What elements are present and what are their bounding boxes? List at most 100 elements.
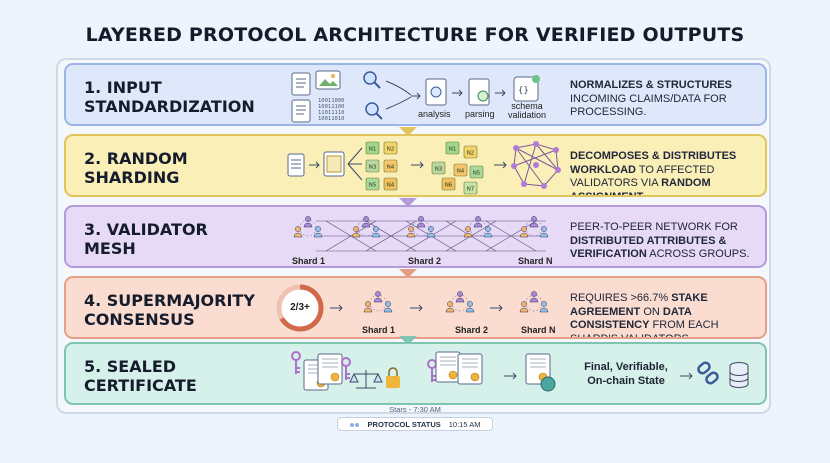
validator-person-icon	[455, 291, 465, 303]
parsing-icon	[468, 78, 490, 106]
node-card: N5	[469, 165, 484, 179]
node-card: N2	[383, 141, 398, 155]
node-card: N6	[441, 177, 456, 191]
magnifier-icon	[365, 102, 383, 120]
arrow-icon	[490, 304, 503, 312]
chevron-down-icon	[399, 127, 417, 136]
node-card: N5	[365, 177, 380, 191]
validator-person-icon	[416, 216, 426, 228]
validator-person-icon	[371, 226, 381, 238]
shard-label: Shard N	[518, 256, 553, 266]
layer-description: REQUIRES >66.7% STAKE AGREEMENT ON DATA …	[570, 292, 765, 339]
layer-supermajority-consensus: 4. SUPERMAJORITY CONSENSUS 2/3+ Shard 1 …	[64, 276, 767, 339]
arrow-icon	[504, 372, 517, 380]
final-state-label: Final, Verifiable, On-chain State	[584, 361, 668, 387]
group-ring	[469, 219, 487, 237]
validator-person-icon	[293, 226, 303, 238]
node-card-label: N2	[387, 147, 395, 153]
status-label: PROTOCOL STATUS	[367, 419, 441, 429]
validator-person-icon	[465, 301, 475, 313]
validator-person-icon	[539, 301, 549, 313]
desc-bold: NORMALIZES & STRUCTURES	[570, 79, 732, 91]
validator-person-icon	[519, 226, 529, 238]
scale-icon	[349, 370, 383, 389]
svg-text:11011110: 11011110	[318, 110, 345, 116]
validator-mesh-illustration	[293, 216, 549, 252]
node-card: N1	[365, 141, 380, 155]
validator-person-icon	[363, 301, 373, 313]
node-card: N1	[445, 141, 460, 155]
shard-label: Shard 1	[362, 325, 396, 335]
desc-text: INCOMING CLAIMS/DATA FOR PROCESSING.	[570, 92, 727, 119]
arrow-icon	[494, 161, 507, 169]
node-card: N7	[463, 181, 478, 195]
key-icon	[291, 351, 301, 374]
validator-person-icon	[426, 226, 436, 238]
svg-text:{}: {}	[518, 86, 529, 96]
sealed-certificate-illustration	[291, 351, 749, 392]
desc-bold: RANDOM ASSIGNMENT.	[570, 177, 711, 197]
page-title: LAYERED PROTOCOL ARCHITECTURE FOR VERIFI…	[85, 24, 745, 46]
validator-person-icon	[483, 226, 493, 238]
validator-person-icon	[361, 216, 371, 228]
gauge-label: 2/3+	[290, 302, 310, 313]
layer-validator-mesh: 3. VALIDATOR MESH Shard 1 Shard 2 Shard …	[64, 205, 767, 268]
desc-bold: STAKE AGREEMENT	[570, 292, 708, 318]
layer-title: 2. RANDOM SHARDING	[84, 149, 188, 187]
validator-person-icon	[529, 291, 539, 303]
desc-bold: DISTRIBUTED ATTRIBUTES &	[570, 234, 727, 247]
group-ring	[412, 219, 430, 237]
protocol-status-bar[interactable]: PROTOCOL STATUS 10:15 AM	[337, 417, 493, 431]
consensus-validators	[363, 291, 549, 313]
svg-text:10011100: 10011100	[318, 104, 345, 110]
node-card-label: N2	[467, 151, 475, 157]
validator-group	[293, 216, 549, 238]
layer-description: NORMALIZES & STRUCTURES INCOMING CLAIMS/…	[570, 79, 765, 120]
node-card-label: N3	[435, 167, 443, 173]
desc-bold: VERIFICATION	[570, 248, 647, 260]
shard-label: Shard N	[521, 325, 556, 335]
node-card-label: N4	[387, 165, 395, 171]
group-ring	[451, 294, 469, 312]
validator-person-icon	[383, 301, 393, 313]
key-icon	[341, 357, 351, 380]
node-card: N4	[383, 159, 398, 173]
validator-person-icon	[463, 226, 473, 238]
validator-person-icon	[313, 226, 323, 238]
validator-person-icon	[519, 301, 529, 313]
chain-link-icon	[697, 361, 719, 385]
schema-icon: {}	[513, 75, 540, 102]
document-icon	[291, 99, 311, 123]
certificate-group	[291, 351, 556, 392]
layer-description: PEER-TO-PEER NETWORK FOR DISTRIBUTED ATT…	[570, 221, 765, 262]
validator-person-icon	[406, 226, 416, 238]
arrow-icon	[309, 161, 320, 169]
layer-title: 1. INPUT STANDARDIZATION	[84, 78, 255, 116]
desc-text: FROM EACH SHARD'S VALIDATORS.	[570, 319, 719, 339]
validator-person-icon	[303, 216, 313, 228]
split-arrows	[347, 147, 363, 181]
shard-label: Shard 2	[455, 325, 489, 335]
validator-person-icon	[373, 291, 383, 303]
document-icon	[291, 72, 311, 96]
validator-person-icon	[473, 216, 483, 228]
desc-bold: DECOMPOSES & DISTRIBUTES WORKLOAD	[570, 150, 737, 176]
node-card-label: N6	[445, 183, 453, 189]
desc-text: ACROSS GROUPS.	[649, 248, 750, 260]
gauge-icon	[276, 284, 324, 332]
shard-label: Shard 1	[292, 256, 326, 266]
document-icon	[287, 153, 305, 177]
validator-person-icon	[351, 226, 361, 238]
analysis-icon	[425, 78, 447, 106]
node-card: N2	[463, 145, 478, 159]
arrow-icon	[680, 372, 693, 380]
validator-person-icon	[445, 301, 455, 313]
chevron-down-icon	[399, 198, 417, 207]
group-ring	[525, 219, 543, 237]
arrow-icon	[410, 304, 423, 312]
node-card-label: N3	[369, 165, 377, 171]
